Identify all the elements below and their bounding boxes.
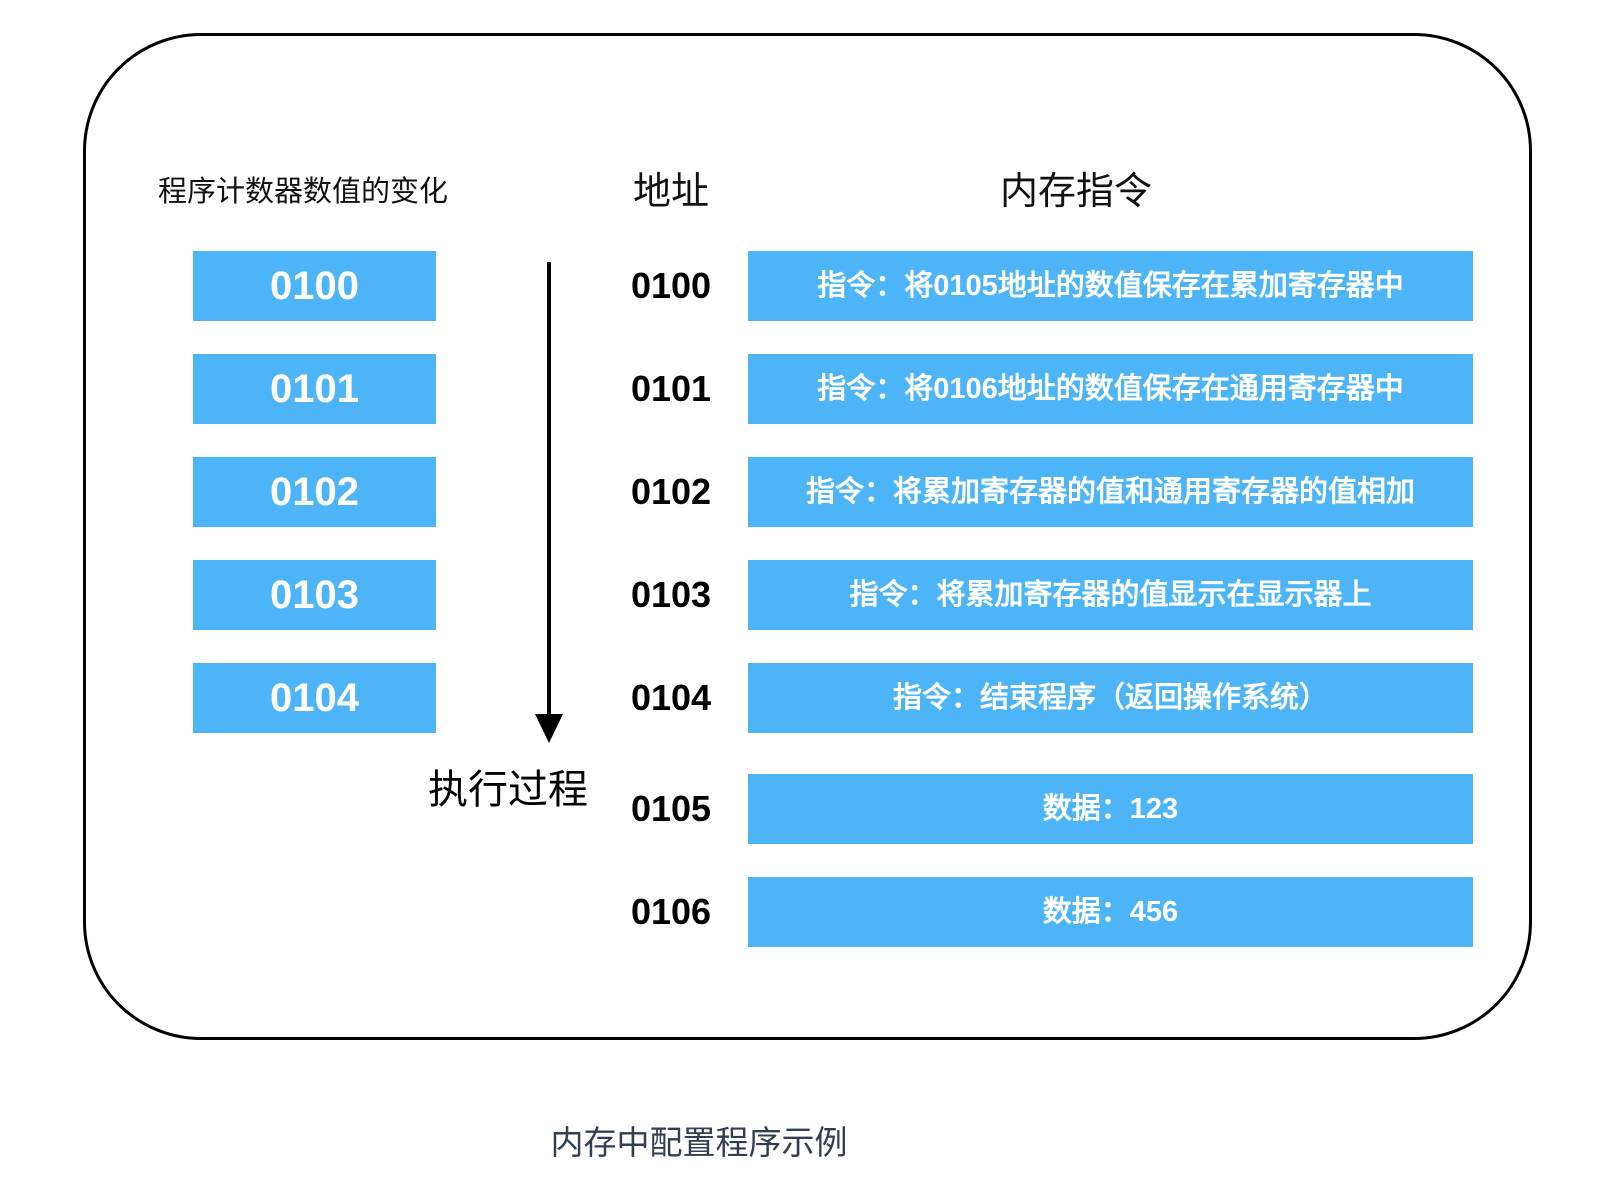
header-memory-instructions: 内存指令: [999, 171, 1152, 213]
pc-box: 0101: [193, 354, 436, 424]
memory-cell: 指令：将0106地址的数值保存在通用寄存器中: [748, 354, 1473, 424]
memory-cell: 指令：将累加寄存器的值显示在显示器上: [748, 560, 1473, 630]
memory-address: 0102: [630, 471, 712, 512]
memory-address: 0106: [630, 891, 712, 932]
execution-process-label: 执行过程: [428, 768, 588, 812]
memory-cell: 指令：将累加寄存器的值和通用寄存器的值相加: [748, 457, 1473, 527]
execution-arrow-line: [547, 262, 551, 717]
pc-box: 0102: [193, 457, 436, 527]
memory-cell: 指令：将0105地址的数值保存在累加寄存器中: [748, 251, 1473, 321]
memory-address: 0103: [630, 574, 712, 615]
header-address: 地址: [632, 171, 709, 213]
memory-cell: 数据：456: [748, 877, 1473, 947]
memory-address: 0100: [630, 265, 712, 306]
header-pc-changes: 程序计数器数值的变化: [157, 176, 448, 208]
down-arrow-icon: [535, 714, 563, 743]
memory-cell: 数据：123: [748, 774, 1473, 844]
pc-box: 0103: [193, 560, 436, 630]
figure-caption: 内存中配置程序示例: [550, 1124, 848, 1161]
memory-address: 0105: [630, 788, 712, 829]
rounded-frame: [83, 33, 1532, 1040]
pc-box: 0104: [193, 663, 436, 733]
memory-address: 0101: [630, 368, 712, 409]
memory-address: 0104: [630, 677, 712, 718]
pc-box: 0100: [193, 251, 436, 321]
memory-cell: 指令：结束程序（返回操作系统）: [748, 663, 1473, 733]
